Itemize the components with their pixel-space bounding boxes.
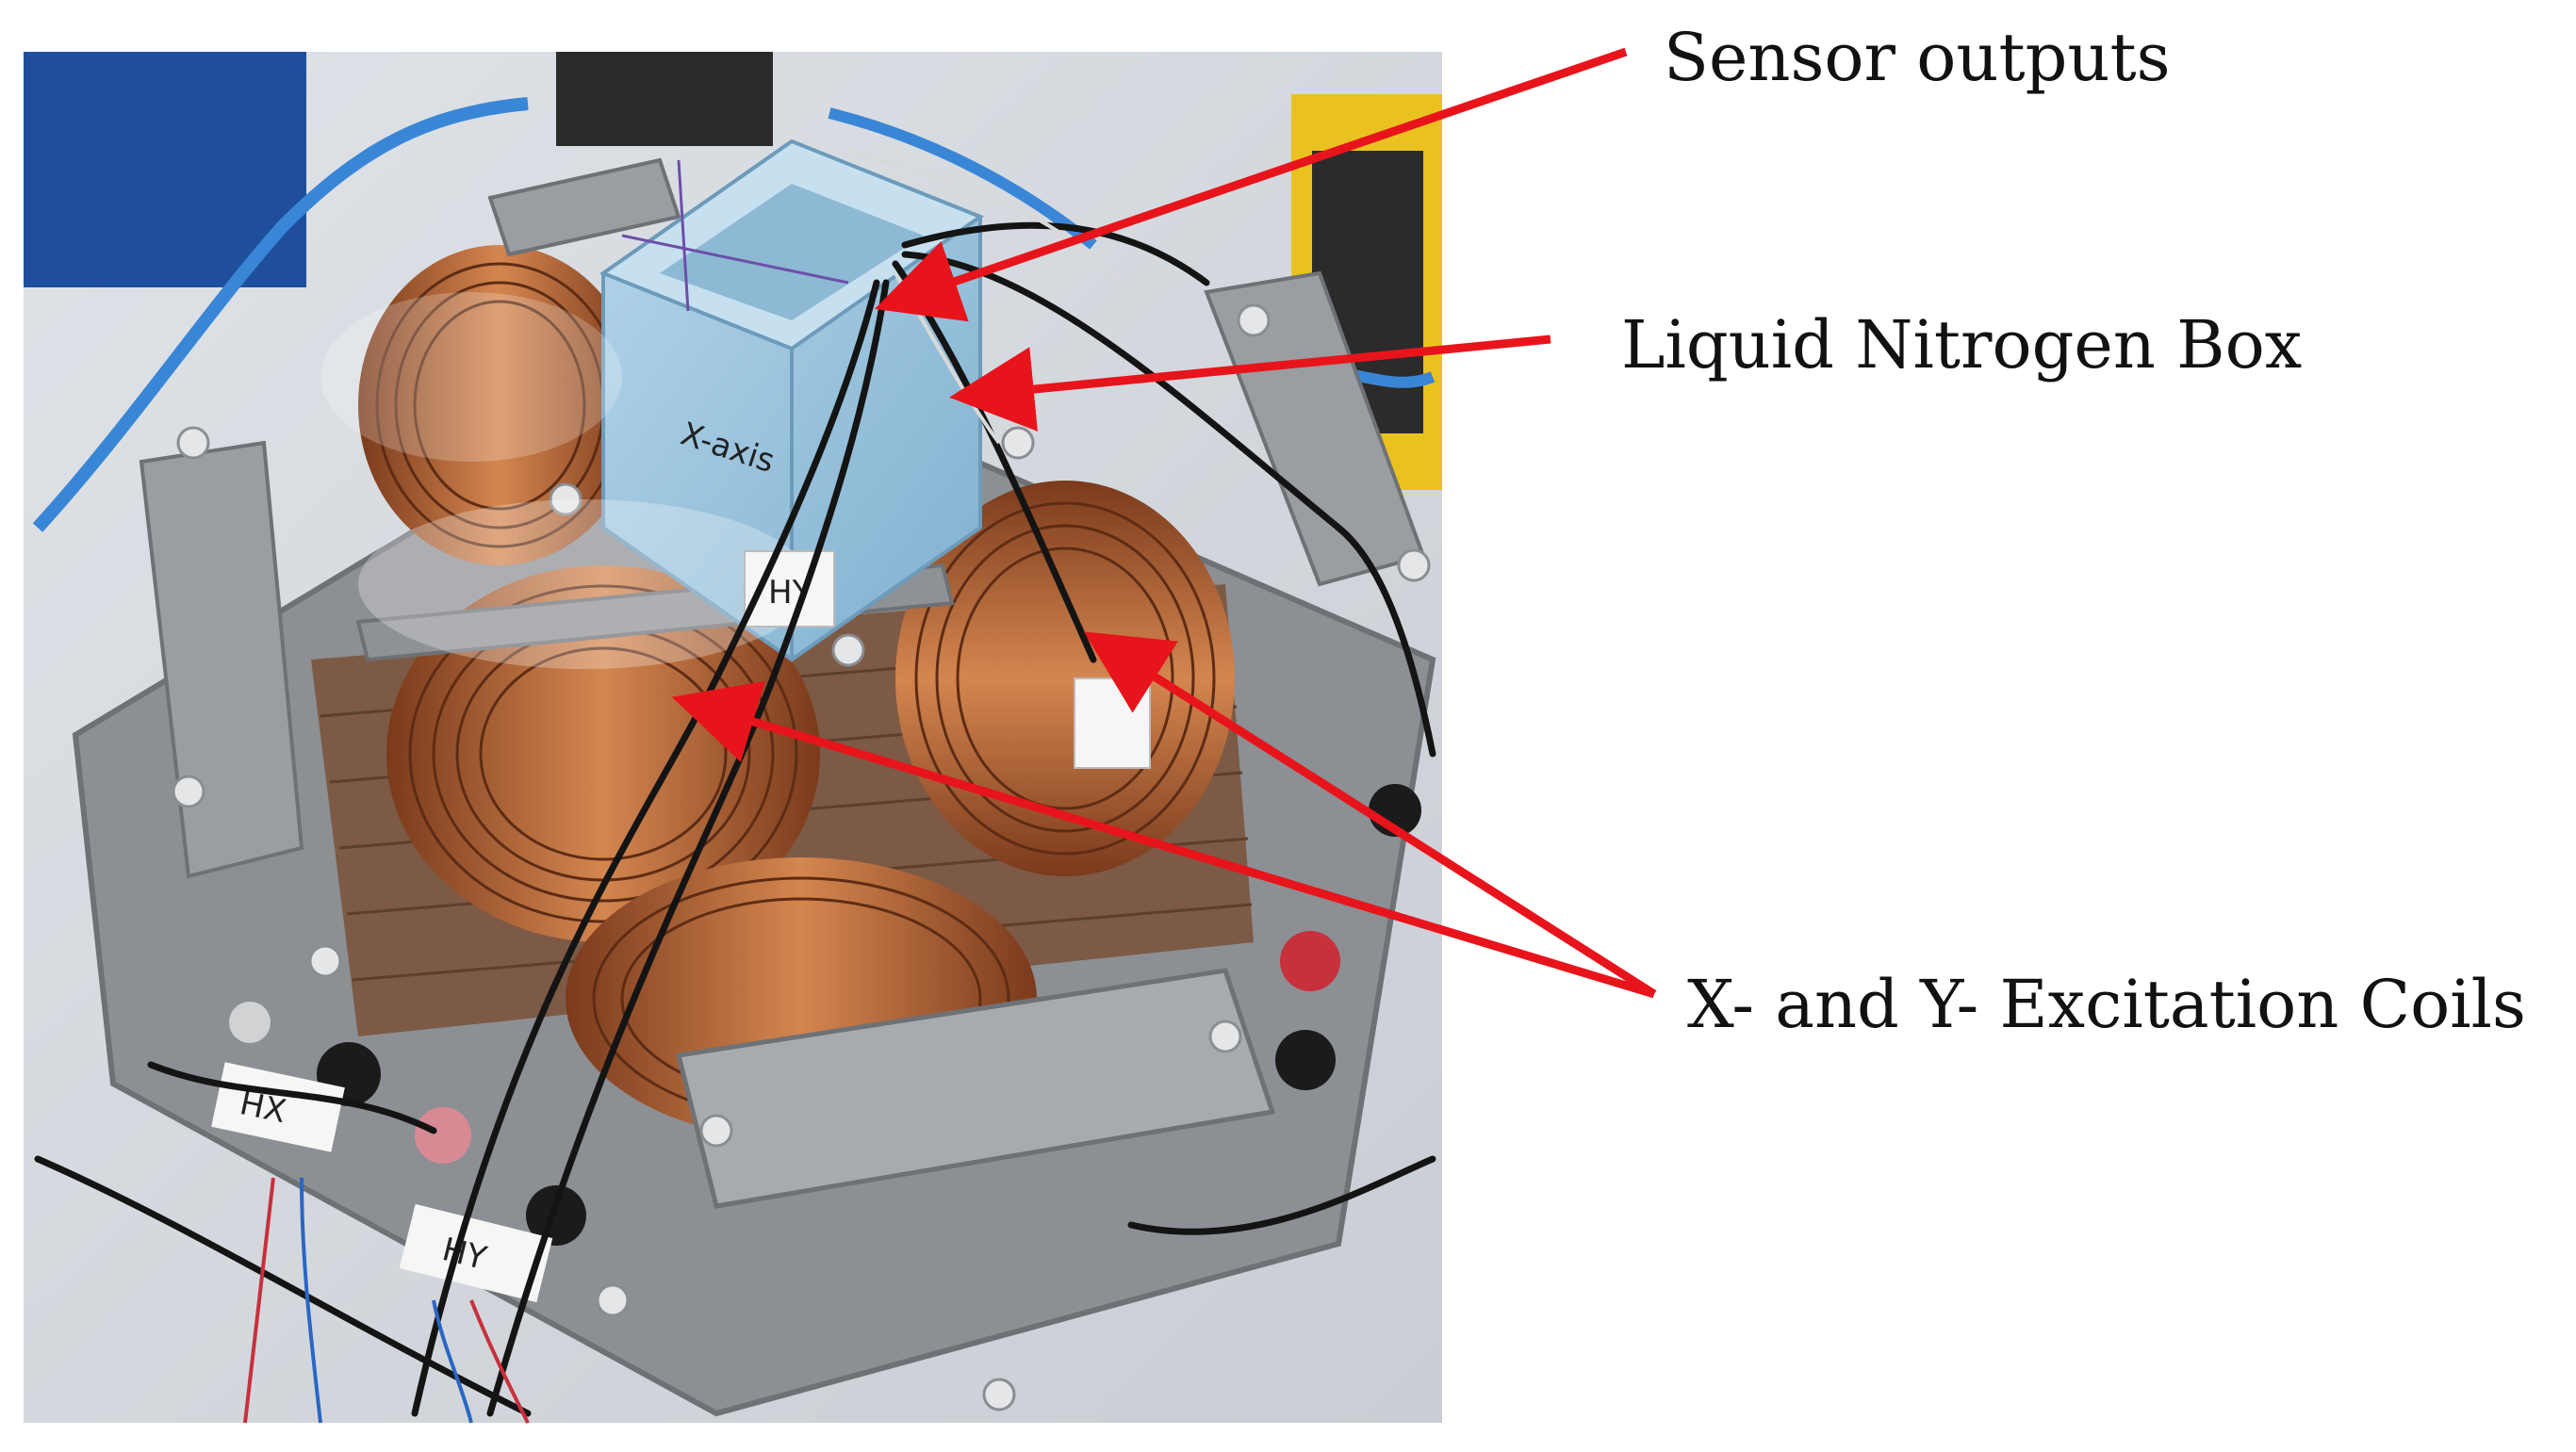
- clamp-bar-front: [675, 968, 1276, 1209]
- bolts: [172, 303, 1431, 1411]
- arrow-liquid-nitrogen-box: [949, 334, 1551, 432]
- copper-coil-right: [895, 481, 1235, 876]
- copper-coil-front-left: [386, 565, 820, 942]
- nitrogen-mist: [358, 499, 811, 669]
- nitrogen-mist: [320, 292, 622, 462]
- binding-posts: [229, 784, 1421, 1246]
- blue-cable: [32, 97, 529, 532]
- arrow-sensor-outputs: [874, 47, 1628, 322]
- arrow-excitation-coil-left: [671, 680, 1656, 999]
- blue-cable: [828, 107, 1097, 250]
- photo: X-axis HY HX HY: [24, 52, 1442, 1424]
- thin-wires: [243, 1177, 530, 1424]
- clamp-bar-left: [139, 440, 304, 879]
- dark-instrument: [556, 52, 773, 146]
- label-excitation-coils: X- and Y- Excitation Coils: [1687, 966, 2526, 1043]
- callout-arrows: [671, 47, 1657, 999]
- label-liquid-nitrogen-box: Liquid Nitrogen Box: [1621, 306, 2302, 383]
- label-sensor-outputs: Sensor outputs: [1664, 19, 2171, 96]
- arrow-excitation-coil-right: [1083, 631, 1657, 998]
- clamp-bar-top: [487, 157, 681, 257]
